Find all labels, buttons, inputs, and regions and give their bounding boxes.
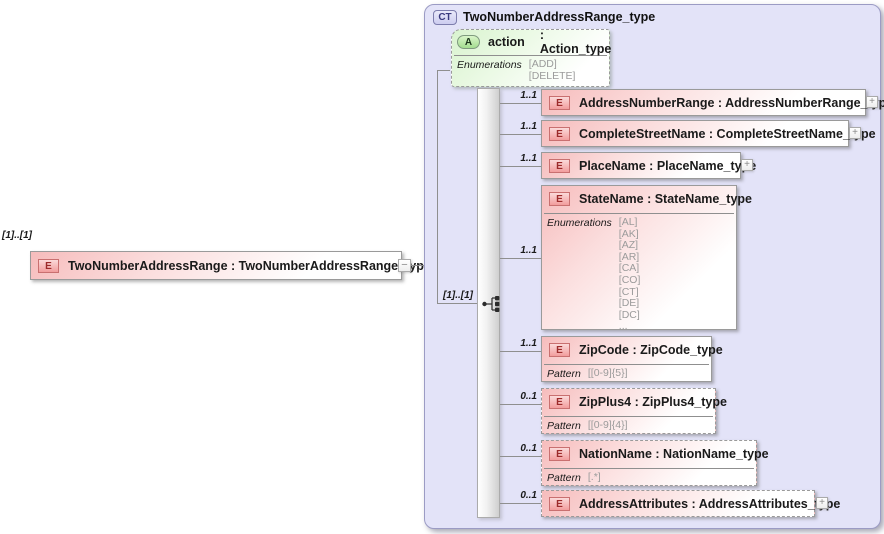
cardinality-label: 1..1 bbox=[520, 245, 537, 256]
facet-values: [ADD] [DELETE] bbox=[528, 58, 576, 82]
expand-toggle[interactable]: + bbox=[741, 159, 753, 171]
facet-values: [.*] bbox=[587, 471, 601, 483]
attribute-box-action[interactable]: A action : Action_type Enumerations [ADD… bbox=[451, 28, 612, 87]
connector-line bbox=[500, 134, 541, 135]
cardinality-label: 1..1 bbox=[520, 90, 537, 101]
element-box-nationname[interactable]: E NationName : NationName_type Pattern [… bbox=[541, 440, 769, 486]
connector-line bbox=[500, 351, 541, 352]
divider bbox=[544, 364, 709, 365]
connector-line bbox=[500, 103, 541, 104]
connector-line bbox=[500, 166, 541, 167]
divider bbox=[544, 468, 754, 469]
element-label: AddressNumberRange : AddressNumberRange_… bbox=[579, 95, 884, 110]
connector-line bbox=[500, 404, 541, 405]
divider bbox=[544, 416, 713, 417]
connector-line bbox=[437, 70, 450, 71]
element-box-addressattributes[interactable]: E AddressAttributes : AddressAttributes_… bbox=[541, 490, 840, 517]
element-label: AddressAttributes : AddressAttributes_ty… bbox=[579, 496, 841, 511]
cardinality-label: 0..1 bbox=[520, 443, 537, 454]
cardinality-label: 1..1 bbox=[520, 121, 537, 132]
attribute-type: : Action_type bbox=[539, 28, 612, 56]
sequence-icon bbox=[482, 296, 500, 312]
element-icon: E bbox=[549, 395, 570, 409]
attribute-icon: A bbox=[457, 35, 480, 49]
collapse-toggle[interactable]: − bbox=[398, 259, 411, 272]
expand-toggle[interactable]: + bbox=[816, 497, 828, 509]
root-element-box[interactable]: E TwoNumberAddressRange : TwoNumberAddre… bbox=[30, 251, 431, 280]
element-icon: E bbox=[38, 258, 59, 273]
element-icon: E bbox=[549, 192, 570, 206]
connector-line bbox=[437, 70, 438, 303]
facet-label: Pattern bbox=[547, 420, 581, 432]
facet-values: [[0-9]{4}] bbox=[587, 419, 628, 431]
facet-label: Enumerations bbox=[547, 217, 612, 229]
attribute-name: action bbox=[488, 35, 525, 49]
element-icon: E bbox=[549, 447, 570, 461]
facet-label: Pattern bbox=[547, 472, 581, 484]
facet-label: Enumerations bbox=[457, 59, 522, 71]
cardinality-label: 0..1 bbox=[520, 490, 537, 501]
expand-toggle[interactable]: + bbox=[849, 127, 861, 139]
cardinality-label: 0..1 bbox=[520, 391, 537, 402]
cardinality-label: 1..1 bbox=[520, 338, 537, 349]
divider bbox=[544, 213, 734, 214]
element-box-zipplus4[interactable]: E ZipPlus4 : ZipPlus4_type Pattern [[0-9… bbox=[541, 388, 727, 434]
connector-line bbox=[500, 503, 541, 504]
cardinality-label: 1..1 bbox=[520, 153, 537, 164]
element-box-zipcode[interactable]: E ZipCode : ZipCode_type Pattern [[0-9]{… bbox=[541, 336, 723, 382]
connector-line bbox=[500, 258, 541, 259]
element-label: CompleteStreetName : CompleteStreetName_… bbox=[579, 126, 876, 141]
element-box-completestreetname[interactable]: E CompleteStreetName : CompleteStreetNam… bbox=[541, 120, 876, 147]
expand-toggle[interactable]: + bbox=[866, 96, 878, 108]
sequence-bar bbox=[477, 88, 500, 518]
root-element-label: TwoNumberAddressRange : TwoNumberAddress… bbox=[68, 258, 431, 273]
element-label: ZipPlus4 : ZipPlus4_type bbox=[579, 395, 727, 409]
element-box-placename[interactable]: E PlaceName : PlaceName_type bbox=[541, 152, 756, 179]
element-icon: E bbox=[549, 95, 570, 110]
element-label: NationName : NationName_type bbox=[579, 447, 769, 461]
element-icon: E bbox=[549, 126, 570, 141]
connector-line bbox=[500, 456, 541, 457]
facet-values: [[0-9]{5}] bbox=[587, 367, 628, 379]
element-icon: E bbox=[549, 496, 570, 511]
divider bbox=[454, 55, 607, 56]
root-occurs-label: [1]..[1] bbox=[2, 230, 32, 241]
element-label: PlaceName : PlaceName_type bbox=[579, 158, 757, 173]
sequence-occurs-label: [1]..[1] bbox=[443, 290, 473, 301]
element-label: StateName : StateName_type bbox=[579, 192, 752, 206]
facet-label: Pattern bbox=[547, 368, 581, 380]
facet-values: [AL] [AK] [AZ] [AR] [CA] [CO] [CT] [DE] … bbox=[618, 216, 641, 333]
element-icon: E bbox=[549, 158, 570, 173]
element-label: ZipCode : ZipCode_type bbox=[579, 343, 723, 357]
complex-type-title: TwoNumberAddressRange_type bbox=[463, 10, 656, 24]
connector-line bbox=[437, 303, 481, 304]
element-box-addressnumberrange[interactable]: E AddressNumberRange : AddressNumberRang… bbox=[541, 89, 884, 116]
complex-type-icon: CT bbox=[433, 10, 457, 25]
element-box-statename[interactable]: E StateName : StateName_type Enumeration… bbox=[541, 185, 752, 333]
element-icon: E bbox=[549, 343, 570, 357]
